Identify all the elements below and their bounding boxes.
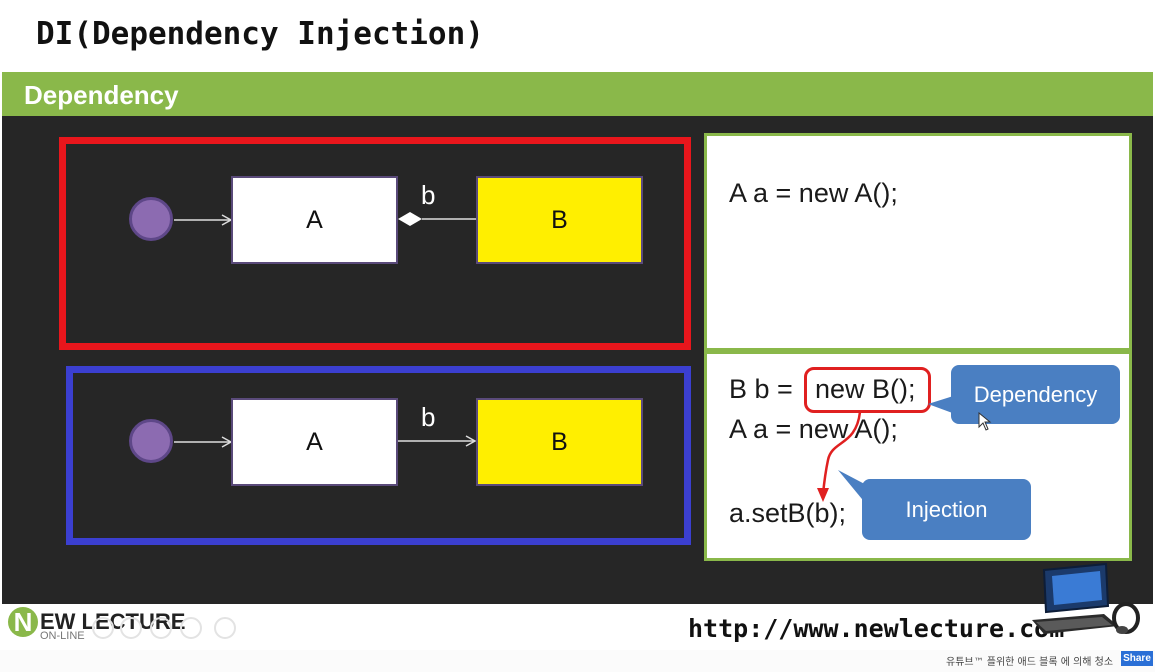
section-bar bbox=[2, 72, 1153, 116]
code-line3: a.setB(b); bbox=[729, 498, 847, 528]
arrow-actor-to-a-bottom bbox=[174, 436, 233, 448]
section-heading: Dependency bbox=[24, 80, 179, 110]
share-button[interactable]: Share bbox=[1121, 651, 1153, 666]
computer-illustration-icon bbox=[1032, 562, 1140, 634]
logo-subtext: ON-LINE bbox=[40, 630, 85, 642]
class-box-b-bottom: B bbox=[476, 398, 643, 486]
class-box-a-bottom: A bbox=[231, 398, 398, 486]
arrow-actor-to-a-top bbox=[174, 214, 233, 226]
class-box-b-top: B bbox=[476, 176, 643, 264]
bottom-strip bbox=[0, 650, 1155, 672]
player-menu-icon[interactable] bbox=[180, 617, 202, 639]
slide-title: DI(Dependency Injection) bbox=[36, 16, 484, 52]
edge-label-bottom: b bbox=[421, 402, 436, 432]
player-prev-icon[interactable] bbox=[92, 617, 114, 639]
dependency-callout: Dependency bbox=[951, 365, 1120, 424]
code-panel-top bbox=[704, 133, 1132, 351]
new-b-highlight-box bbox=[804, 367, 931, 413]
mouse-cursor-icon bbox=[978, 412, 992, 431]
code-line2: A a = new A(); bbox=[729, 414, 898, 444]
actor-circle-bottom bbox=[129, 419, 173, 463]
player-back-icon[interactable] bbox=[120, 617, 142, 639]
injection-arrow-icon bbox=[817, 411, 862, 502]
injection-callout: Injection bbox=[862, 479, 1031, 540]
edge-label-top: b bbox=[421, 180, 436, 210]
dependency-frame-red bbox=[59, 137, 691, 350]
code-line1-prefix: B b = bbox=[729, 374, 801, 404]
class-box-a-top: A bbox=[231, 176, 398, 264]
site-url: http://www.newlecture.com bbox=[688, 614, 1065, 643]
newlecture-logo-icon: N bbox=[8, 607, 38, 637]
association-arrow-bottom bbox=[398, 435, 477, 447]
actor-circle-top bbox=[129, 197, 173, 241]
player-forward-icon[interactable] bbox=[150, 617, 172, 639]
adblock-notice: 유튜브™ 플위한 애드 블록 에 의해 청소 bbox=[946, 657, 1114, 668]
code-line-top: A a = new A(); bbox=[729, 178, 898, 208]
code-line1-highlight: new B(); bbox=[815, 374, 916, 404]
player-more-icon[interactable] bbox=[214, 617, 236, 639]
composition-edge-top bbox=[398, 212, 476, 226]
injection-frame-blue bbox=[66, 366, 691, 545]
